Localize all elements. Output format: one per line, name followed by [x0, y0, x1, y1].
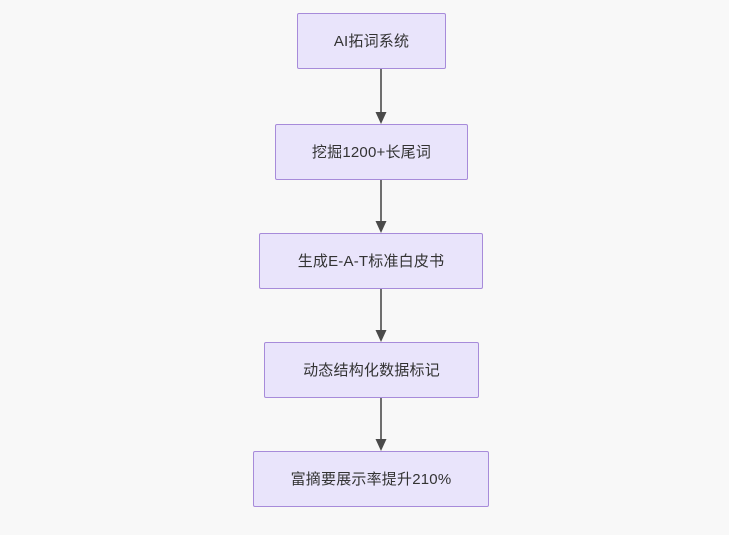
- flowchart-node-generate-eat-whitepaper[interactable]: 生成E-A-T标准白皮书: [259, 233, 483, 289]
- node-label: 生成E-A-T标准白皮书: [297, 252, 445, 270]
- arrowhead-icon: [375, 330, 387, 342]
- node-label: 挖掘1200+长尾词: [311, 143, 432, 161]
- arrowhead-icon: [375, 439, 387, 451]
- flowchart-node-mine-longtail-keywords[interactable]: 挖掘1200+长尾词: [275, 124, 468, 180]
- node-label: 动态结构化数据标记: [303, 361, 440, 379]
- flowchart-node-dynamic-structured-data-markup[interactable]: 动态结构化数据标记: [264, 342, 479, 398]
- flowchart-node-ai-keyword-system[interactable]: AI拓词系统: [297, 13, 446, 69]
- arrowhead-icon: [375, 221, 387, 233]
- node-label: 富摘要展示率提升210%: [290, 470, 452, 488]
- arrowhead-icon: [375, 112, 387, 124]
- flowchart-node-rich-snippet-uplift[interactable]: 富摘要展示率提升210%: [253, 451, 489, 507]
- node-label: AI拓词系统: [333, 32, 410, 50]
